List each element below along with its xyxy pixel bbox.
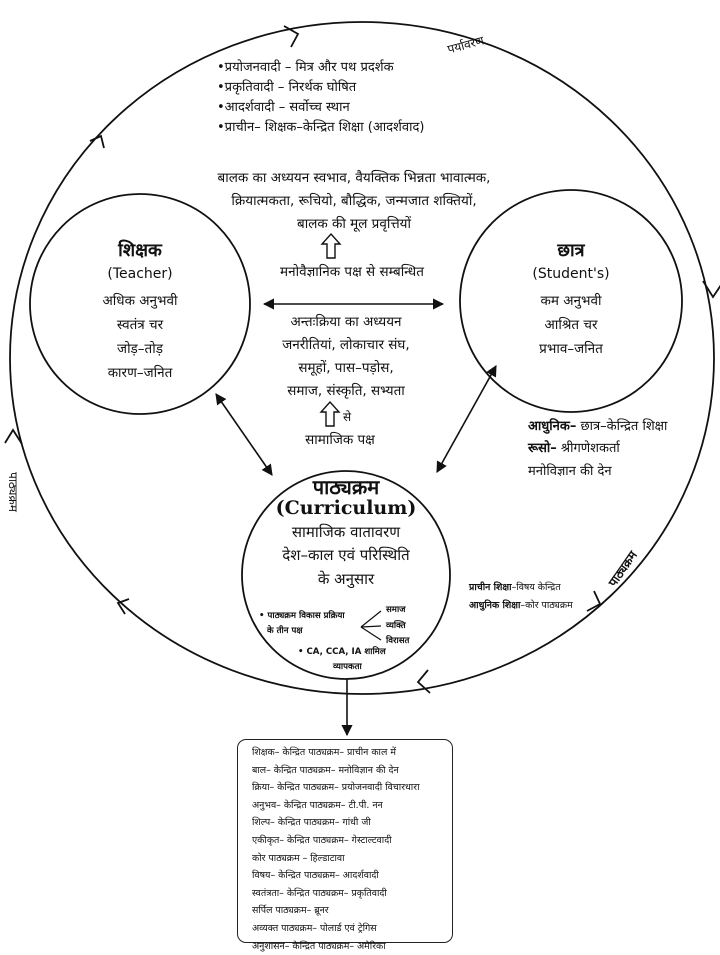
- student-note-modern: आधुनिक– छात्र–केन्द्रित शिक्षा: [528, 416, 667, 434]
- interaction-line: अन्तःक्रिया का अध्ययन: [290, 314, 402, 330]
- aspect-individual: व्यक्ति: [386, 621, 406, 631]
- student-english: (Student's): [532, 266, 610, 282]
- three-aspects-bracket: [360, 610, 382, 641]
- curriculum-english: (Curriculum): [275, 497, 417, 519]
- philosophy-item: •प्राचीन– शिक्षक–केन्द्रित शिक्षा (आदर्श…: [217, 120, 425, 135]
- teacher-trait: अधिक अनुभवी: [102, 293, 178, 309]
- student-note-rousseau-value: श्रीगणेशकर्ता: [556, 441, 620, 456]
- social-aspect-label: सामाजिक पक्ष: [305, 432, 375, 448]
- aspect-heritage: विरासत: [386, 636, 410, 646]
- interaction-line: समूहों, पास–पड़ोस,: [298, 360, 394, 376]
- teacher-trait: जोड़–तोड़: [117, 341, 163, 357]
- curriculum-note-ancient-key: प्राचीन शिक्षा: [469, 582, 512, 593]
- interaction-se: से: [343, 410, 352, 424]
- curriculum-line: सामाजिक वातावरण: [291, 523, 401, 541]
- psychological-line: क्रियात्मकता, रूचियो, बौद्धिक, जन्मजात श…: [231, 193, 477, 209]
- curriculum-note-ancient: प्राचीन शिक्षा–विषय केन्द्रित: [469, 580, 561, 593]
- curriculum-breadth: व्यापकता: [333, 662, 362, 672]
- rotated-curriculum-label-left: पाठ्यक्रम: [6, 472, 20, 512]
- curriculum-note-ancient-value: –विषय केन्द्रित: [511, 582, 561, 593]
- teacher-title: शिक्षक: [118, 240, 162, 261]
- philosophy-item: •प्रयोजनवादी – मित्र और पथ प्रदर्शक: [217, 60, 394, 75]
- curriculum-assessment: • CA, CCA, IA शामिल: [298, 647, 386, 657]
- list-item: क्रिया– केन्द्रित पाठ्यक्रम– प्रयोजनवादी…: [252, 782, 420, 794]
- list-item: बाल– केन्द्रित पाठ्यक्रम– मनोविज्ञान की …: [252, 764, 399, 776]
- hollow-up-arrow-psychological: [320, 232, 342, 259]
- psychological-label: मनोवैज्ञानिक पक्ष से सम्बन्धित: [280, 264, 424, 280]
- curriculum-circle: [241, 470, 451, 680]
- psychological-line: बालक की मूल प्रवृत्तियों: [296, 216, 412, 232]
- interaction-line: जनरीतियां, लोकाचार संघ,: [282, 337, 410, 353]
- student-title: छात्र: [557, 240, 585, 261]
- interaction-line: समाज, संस्कृति, सभ्यता: [287, 383, 405, 399]
- curriculum-note-modern-key: आधुनिक शिक्षा: [469, 600, 521, 611]
- teacher-circle: [29, 193, 251, 415]
- student-trait: प्रभाव–जनित: [539, 341, 603, 357]
- aspect-society: समाज: [386, 605, 406, 615]
- teacher-trait: स्वतंत्र चर: [116, 317, 164, 333]
- list-item: एकीकृत– केन्द्रित पाठ्यक्रम– गेस्टाल्टवा…: [252, 834, 392, 846]
- hollow-up-arrow-social: [319, 400, 341, 427]
- student-curriculum-arrow: [436, 365, 497, 473]
- curriculum-note-modern: आधुनिक शिक्षा–कोर पाठ्यक्रम: [469, 598, 573, 611]
- list-item: शिक्षक– केन्द्रित पाठ्यक्रम– प्राचीन काल…: [252, 747, 396, 758]
- list-item: शिल्प– केन्द्रित पाठ्यक्रम– गांधी जी: [252, 817, 371, 829]
- student-note-rousseau-key: रूसो–: [528, 441, 557, 456]
- student-circle: [459, 189, 683, 413]
- list-item: अनुशासन– केन्द्रित पाठ्यक्रम– अमेरिका: [252, 940, 386, 952]
- teacher-trait: कारण–जनित: [107, 365, 173, 381]
- student-note-modern-value: छात्र–केन्द्रित शिक्षा: [576, 419, 668, 434]
- list-item: कोर पाठ्यक्रम – हिल्डाटावा: [252, 852, 345, 864]
- student-trait: कम अनुभवी: [540, 293, 602, 309]
- curriculum-process-line: के तीन पक्ष: [267, 626, 303, 636]
- list-item: अव्यक्त पाठ्यक्रम– पोलार्ड एवं ट्रेगिस: [252, 922, 377, 934]
- student-note-rousseau: रूसो– श्रीगणेशकर्ता: [528, 438, 620, 456]
- student-note-modern-key: आधुनिक–: [528, 419, 577, 434]
- curriculum-line: के अनुसार: [317, 570, 375, 588]
- teacher-curriculum-arrow: [215, 393, 273, 476]
- curriculum-types-box: शिक्षक– केन्द्रित पाठ्यक्रम– प्राचीन काल…: [237, 739, 453, 952]
- curriculum-title: पाठ्यक्रम: [312, 475, 380, 499]
- philosophy-item: •प्रकृतिवादी – निरर्थक घोषित: [217, 80, 357, 95]
- philosophy-item: •आदर्शवादी – सर्वोच्च स्थान: [217, 100, 350, 115]
- outer-cycle: [9, 21, 715, 695]
- psychological-line: बालक का अध्ययन स्वभाव, वैयक्तिक भिन्नता …: [217, 170, 491, 186]
- teacher-english: (Teacher): [107, 266, 173, 282]
- curriculum-note-modern-value: –कोर पाठ्यक्रम: [520, 600, 573, 611]
- curriculum-line: देश–काल एवं परिस्थिति: [282, 546, 410, 564]
- student-trait: आश्रित चर: [544, 317, 598, 333]
- list-item: स्वतंत्रता– केन्द्रित पाठ्यक्रम– प्रकृति…: [252, 887, 387, 899]
- student-note-psychology: मनोविज्ञान की देन: [528, 464, 612, 479]
- curriculum-process-line: • पाठ्यक्रम विकास प्रक्रिया: [259, 611, 345, 621]
- list-item: विषय– केन्द्रित पाठ्यक्रम– आदर्शवादी: [252, 870, 379, 882]
- list-item: अनुभव– केन्द्रित पाठ्यक्रम– टी.पी. नन: [252, 799, 383, 811]
- list-item: सर्पिल पाठ्यक्रम– ब्रूनर: [252, 905, 329, 917]
